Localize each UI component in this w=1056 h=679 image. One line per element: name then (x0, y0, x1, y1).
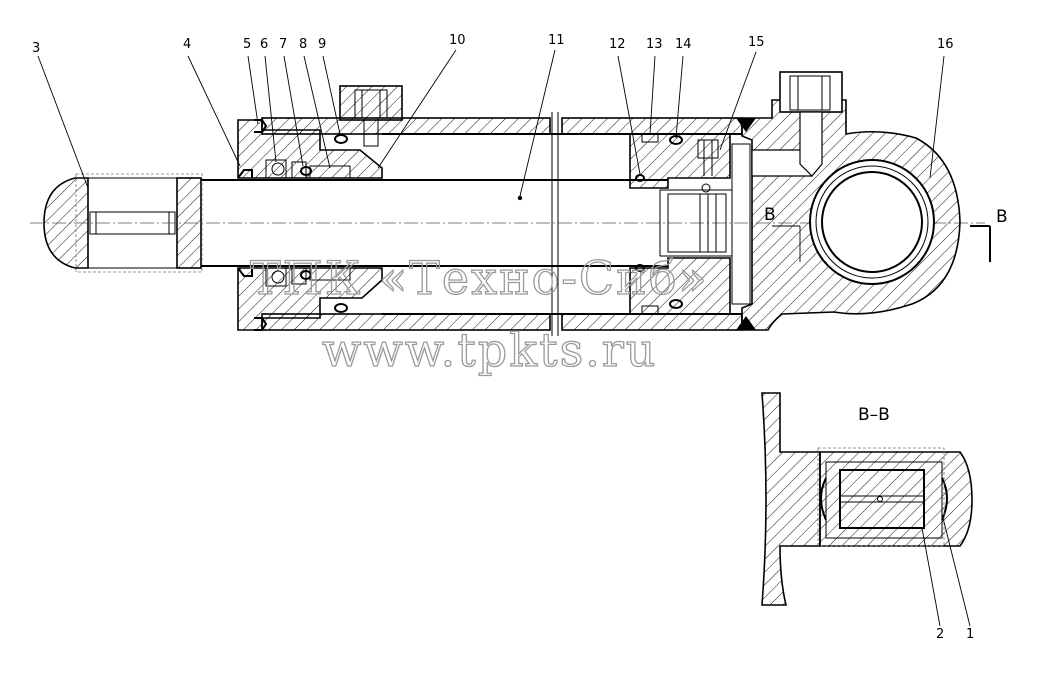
callout-6: 6 (260, 37, 268, 52)
port-block-left (339, 85, 403, 147)
piston (629, 133, 751, 315)
watermark-url: www.tpkts.ru (322, 323, 657, 377)
watermark-company: ТПК «Техно-Сиб» (250, 251, 709, 305)
section-view-b-b: B–B (761, 392, 973, 606)
callout-15: 15 (748, 35, 765, 50)
callout-14: 14 (675, 37, 692, 52)
callout-8: 8 (299, 37, 307, 52)
leader-lines (37, 49, 971, 627)
callout-4: 4 (183, 37, 191, 52)
callout-13: 13 (646, 37, 663, 52)
callout-3: 3 (32, 41, 40, 56)
section-letter-left: B (764, 205, 776, 225)
callout-numbers: 3 4 5 6 7 8 9 10 11 12 13 14 15 16 2 1 (32, 33, 974, 642)
watermark: ТПК «Техно-Сиб» www.tpkts.ru (249, 250, 709, 377)
callout-1: 1 (966, 627, 974, 642)
callout-9: 9 (318, 37, 326, 52)
callout-2: 2 (936, 627, 944, 642)
cylinder-bottom-eye (736, 71, 961, 331)
callout-10: 10 (449, 33, 466, 48)
callout-7: 7 (279, 37, 287, 52)
section-letter-right: B (996, 207, 1008, 227)
callout-5: 5 (243, 37, 251, 52)
section-marker-b: B B (764, 205, 1008, 262)
callout-16: 16 (937, 37, 954, 52)
piston-rod (201, 179, 668, 267)
callout-12: 12 (609, 37, 626, 52)
section-view-title: B–B (858, 405, 890, 425)
callout-11: 11 (548, 33, 565, 48)
